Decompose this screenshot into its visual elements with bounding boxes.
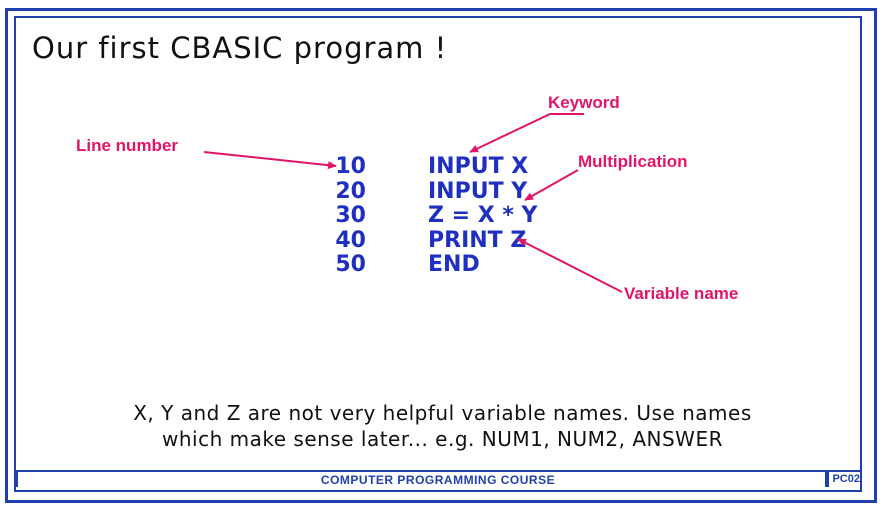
code-line: 30 Z = X * Y [300, 203, 538, 229]
code-listing: 10 INPUT X 20 INPUT Y 30 Z = X * Y 40 PR… [300, 154, 538, 278]
note-text: X, Y and Z are not very helpful variable… [20, 400, 865, 452]
variable-name-arrow [517, 238, 623, 293]
footer-bar: COMPUTER PROGRAMMING COURSE PC02 [14, 470, 862, 489]
slide-title: Our first CBASIC program ! [32, 31, 448, 65]
note-line: which make sense later... e.g. NUM1, NUM… [162, 427, 723, 451]
multiplication-arrow [524, 169, 579, 201]
variable-name-label: Variable name [624, 284, 739, 303]
note-line: X, Y and Z are not very helpful variable… [133, 401, 752, 425]
inner-border [14, 16, 862, 492]
outer-border [5, 8, 877, 503]
statement: END [428, 252, 480, 277]
statement: INPUT Y [428, 178, 528, 204]
line-number: 10 [335, 154, 366, 179]
course-title: COMPUTER PROGRAMMING COURSE [320, 473, 556, 487]
line-number-label: Line number [76, 136, 179, 155]
code-line: 20 INPUT Y [300, 178, 537, 205]
footer-left-mark [14, 472, 18, 487]
line-number: 50 [335, 252, 366, 277]
line-number: 30 [335, 203, 366, 228]
code-line: 10 INPUT X [300, 154, 537, 180]
slide-code: PC02 [825, 472, 862, 487]
code-line: 50 END [300, 252, 537, 278]
keyword-arrow [469, 113, 584, 153]
keyword-label: Keyword [548, 93, 620, 112]
multiplication-label: Multiplication [578, 152, 688, 171]
statement: INPUT X [428, 154, 529, 179]
code-line: 40 PRINT Z [300, 227, 537, 254]
line-number: 40 [335, 227, 366, 253]
line-number: 20 [335, 178, 366, 204]
line-number-arrow [203, 151, 337, 170]
statement: Z = X * Y [428, 203, 538, 228]
